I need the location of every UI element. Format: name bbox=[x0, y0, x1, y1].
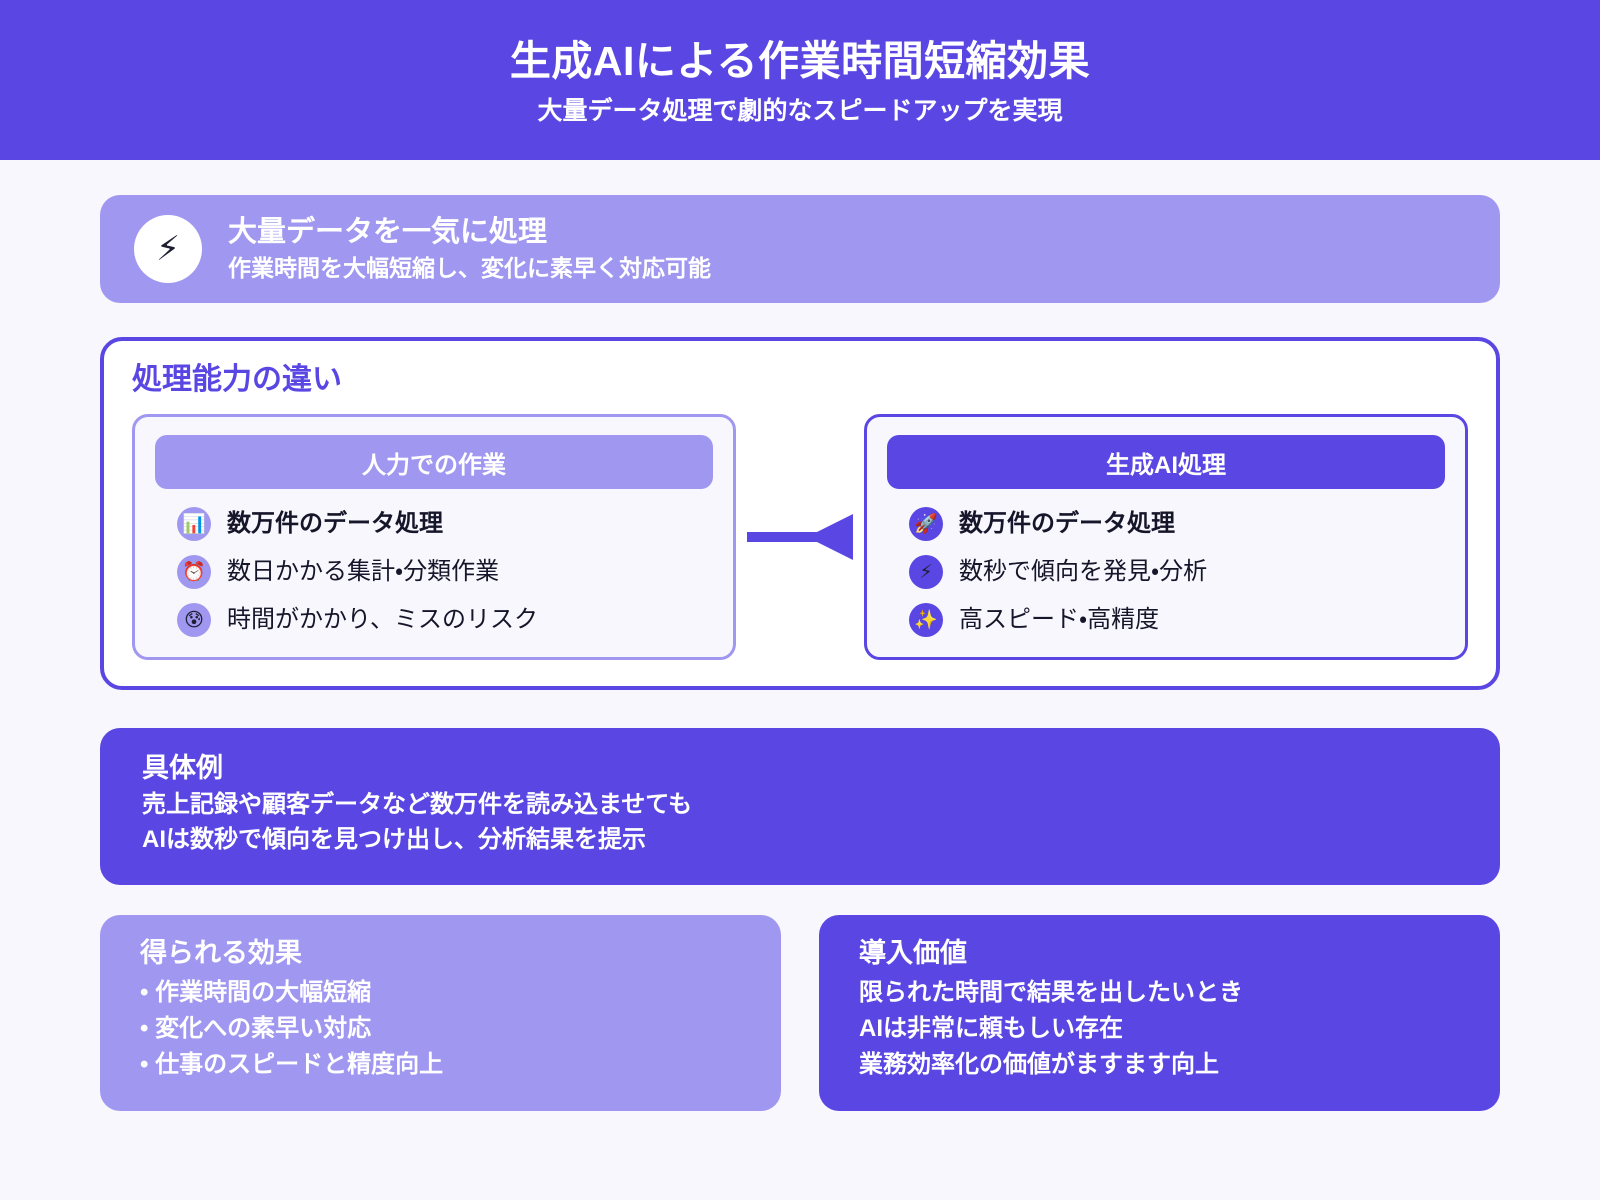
comparison-panel: 処理能力の違い 人力での作業 📊 数万件のデータ処理 bbox=[100, 337, 1500, 690]
alarm-clock-icon: ⏰ bbox=[177, 555, 211, 589]
summary-card-title: 導入価値 bbox=[859, 938, 967, 969]
comparison-column-human-label: 人力での作業 bbox=[155, 435, 713, 489]
comparison-arrow-container bbox=[736, 414, 864, 660]
summary-card-line: • 作業時間の大幅短縮 bbox=[140, 979, 372, 1007]
sparkles-icon-glyph: ✨ bbox=[914, 609, 938, 631]
example-card-title: 具体例 bbox=[142, 753, 223, 783]
comparison-column-ai: 生成AI処理 🚀 数万件のデータ処理 ⚡ 数秒で傾向を bbox=[864, 414, 1468, 660]
list-item-label: 時間がかかり、ミスのリスク bbox=[227, 605, 539, 633]
lightning-icon-glyph: ⚡ bbox=[156, 230, 180, 268]
list-item: ✨ 高スピード・高精度 bbox=[909, 603, 1445, 637]
comparison-column-ai-items: 🚀 数万件のデータ処理 ⚡ 数秒で傾向を発見・分析 bbox=[887, 507, 1445, 637]
lightning-icon: ⚡ bbox=[909, 555, 943, 589]
highlight-banner: ⚡ 大量データを一気に処理 作業時間を大幅短縮し、変化に素早く対応可能 bbox=[100, 195, 1500, 303]
highlight-banner-title: 大量データを一気に処理 bbox=[228, 215, 548, 248]
list-item-label: 数万件のデータ処理 bbox=[959, 509, 1175, 537]
example-card-line: AIは数秒で傾向を見つけ出し、分析結果を提示 bbox=[142, 825, 646, 853]
summary-cards-row: 得られる効果 • 作業時間の大幅短縮 • 変化への素早い対応 • 仕事のスピード… bbox=[100, 915, 1500, 1112]
summary-card-title: 得られる効果 bbox=[140, 938, 302, 969]
list-item: 📊 数万件のデータ処理 bbox=[177, 507, 713, 541]
summary-card-line: • 変化への素早い対応 bbox=[140, 1015, 372, 1043]
list-item-label: 高スピード・高精度 bbox=[959, 605, 1160, 633]
page-title: 生成AIによる作業時間短縮効果 bbox=[509, 37, 1091, 84]
page-content: ⚡ 大量データを一気に処理 作業時間を大幅短縮し、変化に素早く対応可能 処理能力… bbox=[0, 160, 1600, 1112]
summary-card-benefits: 得られる効果 • 作業時間の大幅短縮 • 変化への素早い対応 • 仕事のスピード… bbox=[100, 915, 781, 1112]
comparison-column-ai-label: 生成AI処理 bbox=[887, 435, 1445, 489]
bar-chart-icon-glyph: 📊 bbox=[182, 513, 206, 535]
rocket-icon-glyph: 🚀 bbox=[914, 513, 938, 535]
bar-chart-icon: 📊 bbox=[177, 507, 211, 541]
anxious-face-icon-glyph: 😰 bbox=[184, 609, 204, 631]
lightning-icon-glyph: ⚡ bbox=[919, 561, 933, 583]
comparison-heading: 処理能力の違い bbox=[132, 363, 342, 396]
example-card-line: 売上記録や顧客データなど数万件を読み込ませても bbox=[142, 790, 693, 818]
comparison-column-human-items: 📊 数万件のデータ処理 ⏰ 数日かかる集計・分類作業 bbox=[155, 507, 713, 637]
summary-card-line: • 仕事のスピードと精度向上 bbox=[140, 1051, 444, 1079]
list-item: ⏰ 数日かかる集計・分類作業 bbox=[177, 555, 713, 589]
list-item: ⚡ 数秒で傾向を発見・分析 bbox=[909, 555, 1445, 589]
comparison-body: 人力での作業 📊 数万件のデータ処理 ⏰ 数日かかる集 bbox=[132, 414, 1468, 660]
highlight-banner-description: 作業時間を大幅短縮し、変化に素早く対応可能 bbox=[228, 254, 711, 281]
list-item-label: 数日かかる集計・分類作業 bbox=[227, 557, 500, 585]
summary-card-line: 限られた時間で結果を出したいとき bbox=[859, 979, 1243, 1007]
rocket-icon: 🚀 bbox=[909, 507, 943, 541]
highlight-banner-text: 大量データを一気に処理 作業時間を大幅短縮し、変化に素早く対応可能 bbox=[228, 215, 711, 281]
sparkles-icon: ✨ bbox=[909, 603, 943, 637]
left-arrow-icon bbox=[747, 514, 853, 560]
list-item: 😰 時間がかかり、ミスのリスク bbox=[177, 603, 713, 637]
list-item: 🚀 数万件のデータ処理 bbox=[909, 507, 1445, 541]
summary-card-line: 業務効率化の価値がますます向上 bbox=[859, 1051, 1219, 1079]
list-item-label: 数万件のデータ処理 bbox=[227, 509, 443, 537]
page-header: 生成AIによる作業時間短縮効果 大量データ処理で劇的なスピードアップを実現 bbox=[0, 0, 1600, 160]
anxious-face-icon: 😰 bbox=[177, 603, 211, 637]
page-subtitle: 大量データ処理で劇的なスピードアップを実現 bbox=[537, 96, 1063, 125]
comparison-column-human: 人力での作業 📊 数万件のデータ処理 ⏰ 数日かかる集 bbox=[132, 414, 736, 660]
summary-card-line: AIは非常に頼もしい存在 bbox=[859, 1015, 1123, 1043]
list-item-label: 数秒で傾向を発見・分析 bbox=[959, 557, 1208, 585]
example-card: 具体例 売上記録や顧客データなど数万件を読み込ませても AIは数秒で傾向を見つけ… bbox=[100, 728, 1500, 886]
alarm-clock-icon-glyph: ⏰ bbox=[182, 561, 206, 583]
lightning-icon: ⚡ bbox=[134, 215, 202, 283]
summary-card-value: 導入価値 限られた時間で結果を出したいとき AIは非常に頼もしい存在 業務効率化… bbox=[819, 915, 1500, 1112]
